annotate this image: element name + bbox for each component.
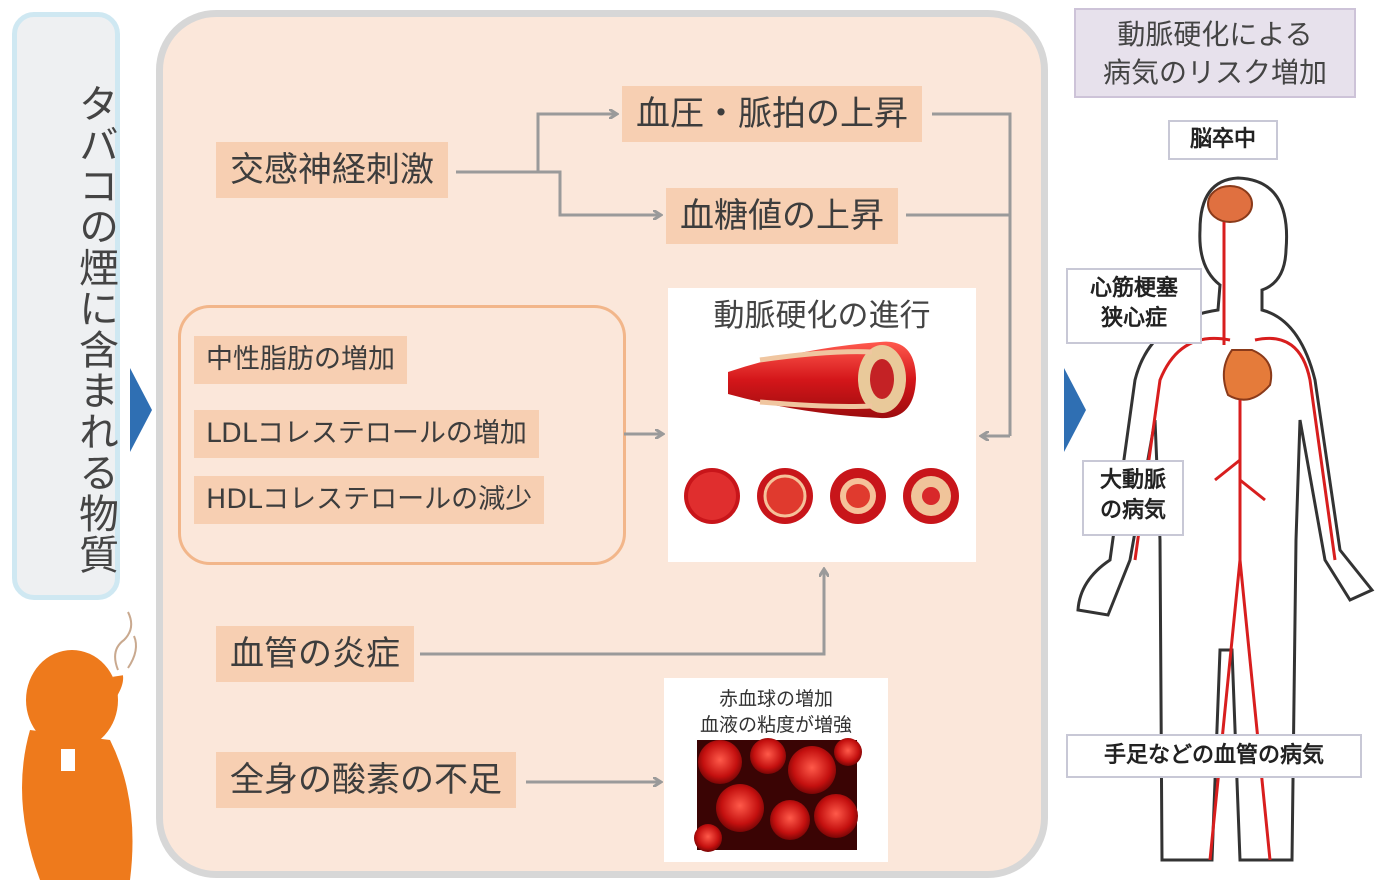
sympathetic-stimulation-box: 交感神経刺激 [216,142,448,198]
smoking-person-icon [22,611,137,880]
mi-line2: 狭心症 [1100,306,1167,331]
smoke-substances-label: タバコの煙に含まれる物質 [12,12,120,600]
oxygen-deficiency-box: 全身の酸素の不足 [216,752,516,808]
artery-icon [728,341,916,419]
connector-lines [420,112,1012,782]
arrow-sympathetic-to-sugar [538,170,660,215]
limb-vessel-label: 手足などの血管の病気 [1066,734,1362,778]
arrow-sympathetic-to-bp [456,114,616,174]
ldl-box: LDLコレステロールの増加 [194,410,539,458]
atherosclerosis-title: 動脈硬化の進行 [713,298,931,334]
smoke-substances-text: タバコの煙に含まれる物質 [72,83,118,575]
stroke-label: 脳卒中 [1168,120,1278,160]
vascular-inflammation-box: 血管の炎症 [216,626,414,682]
risk-title-line2: 病気のリスク増加 [1102,56,1327,89]
arrow-marker-right [1064,368,1086,452]
aorta-line1: 大動脈 [1099,468,1166,493]
blood-sugar-box: 血糖値の上昇 [666,188,898,244]
aorta-line2: の病気 [1099,498,1166,523]
triglyceride-box: 中性脂肪の増加 [194,336,407,384]
blood-caption-line2: 血液の粘度が増強 [699,714,852,736]
blood-pressure-box: 血圧・脈拍の上昇 [622,86,922,142]
blood-caption-line1: 赤血球の増加 [718,688,833,710]
artery-cross-sections [684,468,959,524]
mi-label: 心筋梗塞 狭心症 [1066,268,1202,344]
aorta-label: 大動脈 の病気 [1082,460,1184,536]
risk-title-line1: 動脈硬化による [1117,18,1313,51]
mi-line1: 心筋梗塞 [1089,276,1178,301]
arrow-inflammation-to-athero [420,570,824,656]
line-bp-right [932,112,1012,436]
human-body-icon [1076,176,1375,862]
red-blood-cells-icon [694,738,862,852]
hdl-box: HDLコレステロールの減少 [194,476,545,524]
arrow-marker-left [130,368,152,452]
risk-title: 動脈硬化による 病気のリスク増加 [1074,8,1356,98]
